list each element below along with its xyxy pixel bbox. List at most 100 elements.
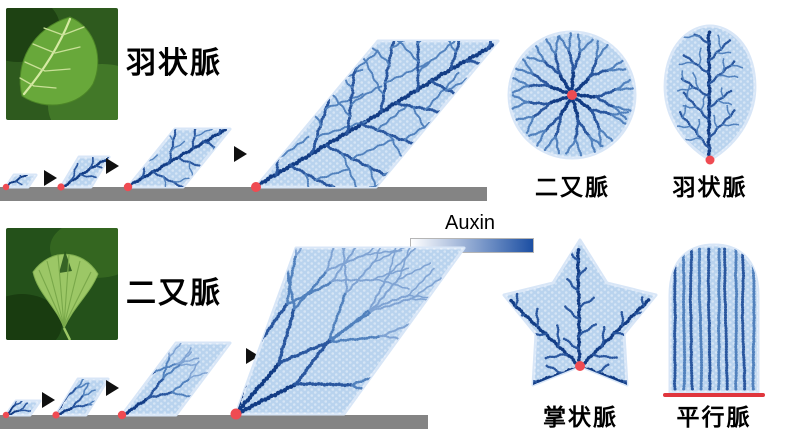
vein-segment — [277, 135, 311, 159]
label-parallel-venation: 平行脈 — [676, 404, 752, 430]
vein-segment — [188, 372, 210, 380]
vein-segment — [30, 171, 35, 173]
vein-segment — [376, 104, 408, 132]
lattice-texture — [236, 248, 464, 414]
vein-segment — [61, 157, 109, 187]
vein-segment — [672, 247, 678, 391]
vein-segment — [733, 247, 739, 391]
vein-segment — [325, 248, 339, 273]
vein-network — [510, 32, 635, 158]
vein-segment — [135, 343, 150, 363]
vein-segment — [383, 61, 430, 84]
vein-segment — [172, 177, 191, 183]
vein-segment — [204, 114, 219, 122]
ground-bar-bottom — [0, 415, 428, 429]
vein-segment — [145, 390, 174, 400]
vein-segment — [524, 116, 535, 136]
pinnate-leaf-photo-image — [6, 8, 118, 120]
vein-segment — [717, 34, 723, 51]
vein-segment — [587, 56, 599, 79]
vein-segment — [373, 248, 409, 263]
vein-segment — [712, 113, 719, 129]
vein-segment — [526, 100, 551, 106]
vein-segment — [168, 343, 183, 358]
vein-segment — [600, 324, 606, 348]
vein-segment — [373, 248, 389, 263]
vein-segment — [681, 247, 687, 391]
vein-segment — [14, 401, 26, 406]
vein-segment — [449, 41, 469, 71]
vein-segment — [613, 105, 633, 113]
vein-segment — [364, 248, 395, 256]
vein-segment — [513, 66, 534, 75]
vein-segment — [293, 381, 355, 388]
vein-segment — [127, 343, 138, 363]
vein-segment — [677, 61, 695, 66]
vein-segment — [707, 89, 734, 109]
vein-segment — [533, 43, 545, 63]
vein-segment — [167, 343, 171, 358]
vein-segment — [328, 310, 373, 341]
vein-segment — [262, 68, 282, 83]
vein-segment — [553, 115, 562, 139]
vein-segment — [193, 392, 215, 399]
vein-segment — [458, 95, 487, 118]
vein-segment — [388, 248, 417, 274]
vein-segment — [594, 362, 612, 375]
sim-dichotomous-stage-4 — [230, 246, 466, 420]
vein-segment — [715, 51, 733, 55]
vein-segment — [566, 277, 579, 292]
vein-segment — [691, 71, 700, 91]
vein-segment — [209, 214, 235, 248]
vein-segment — [132, 145, 145, 155]
vein-segment — [374, 12, 394, 36]
vein-segment — [188, 360, 200, 380]
vein-segment — [424, 71, 460, 111]
vein-segment — [410, 276, 443, 300]
vein-segment — [563, 138, 577, 156]
vein-segment — [369, 297, 413, 313]
vein-segment — [18, 409, 32, 413]
vein-segment — [251, 291, 258, 352]
vein-segment — [71, 394, 85, 409]
vein-segment — [256, 112, 280, 147]
sim-pinnate-stage-1 — [2, 171, 38, 191]
vein-segment — [594, 87, 618, 98]
vein-segment — [555, 323, 561, 348]
vein-segment — [716, 247, 722, 391]
vein-segment — [304, 173, 315, 187]
vein-segment — [324, 92, 364, 111]
vein-segment — [721, 123, 741, 127]
vein-segment — [194, 129, 215, 138]
vein-segment — [721, 56, 726, 74]
vein-segment — [562, 337, 580, 350]
vein-segment — [681, 104, 697, 109]
arrow-right-icon — [106, 380, 119, 396]
vein-segment — [342, 249, 349, 294]
vein-segment — [236, 248, 237, 249]
vein-segment — [587, 134, 606, 148]
vein-segment — [678, 111, 712, 150]
vein-segment — [388, 248, 400, 274]
auxin-source-dot — [705, 155, 715, 165]
vein-segment — [579, 37, 595, 53]
vein-segment — [595, 38, 600, 60]
vein-segment — [147, 343, 154, 344]
vein-segment — [223, 146, 230, 154]
vein-segment — [576, 32, 582, 53]
vein-segment — [716, 99, 734, 107]
vein-segment — [368, 293, 411, 312]
vein-segment — [577, 322, 599, 338]
arrow-right-icon — [234, 146, 247, 162]
vein-segment — [408, 267, 436, 296]
vein-segment — [513, 115, 535, 122]
vein-segment — [520, 57, 534, 75]
vein-segment — [142, 134, 155, 144]
vein-segment — [67, 379, 71, 385]
vein-segment — [563, 304, 581, 321]
vein-segment — [573, 117, 580, 142]
label-pinnate-venation: 羽状脈 — [672, 174, 748, 200]
vein-segment — [420, 145, 433, 177]
vein-segment — [697, 247, 704, 391]
